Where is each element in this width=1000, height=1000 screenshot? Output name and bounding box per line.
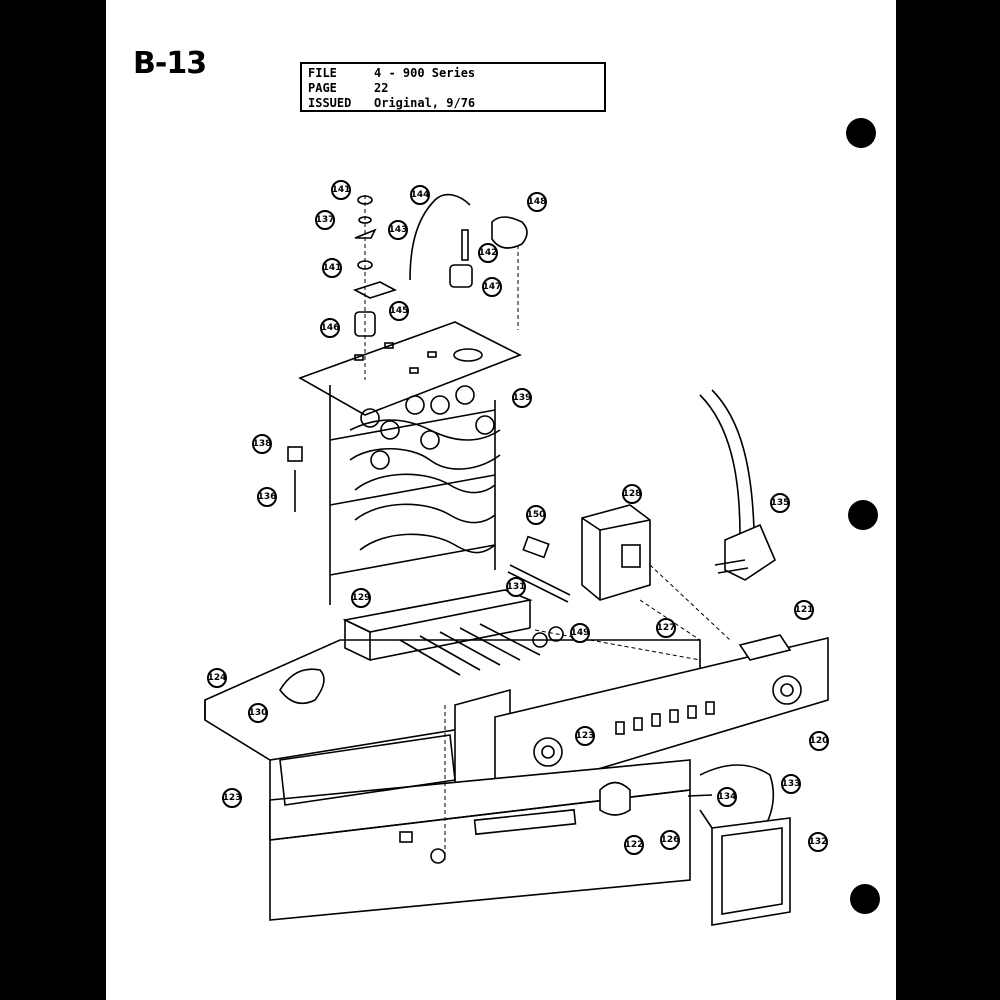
info-row-issued: ISSUED Original, 9/76 <box>308 96 598 111</box>
svg-text:129: 129 <box>352 593 371 603</box>
callout-136: 136 <box>257 487 277 507</box>
door-window <box>687 764 791 926</box>
svg-text:142: 142 <box>479 248 498 258</box>
callout-121: 121 <box>794 600 814 620</box>
svg-text:145: 145 <box>390 306 409 316</box>
timer-assembly <box>581 504 731 641</box>
svg-text:124: 124 <box>208 673 227 683</box>
callout-138: 138 <box>252 434 272 454</box>
callout-129: 129 <box>351 588 371 608</box>
info-key: ISSUED <box>308 96 352 110</box>
info-row-file: FILE 4 - 900 Series <box>308 66 598 81</box>
svg-text:141: 141 <box>323 263 342 273</box>
info-row-page: PAGE 22 <box>308 81 598 96</box>
small-hardware <box>287 193 528 512</box>
switch-bank <box>342 589 564 676</box>
callout-142: 142 <box>478 243 498 263</box>
callout-134: 134 <box>717 787 737 807</box>
callout-135: 135 <box>770 493 790 513</box>
svg-text:123: 123 <box>576 731 595 741</box>
callout-128: 128 <box>622 484 642 504</box>
svg-text:127: 127 <box>657 623 676 633</box>
info-value: Original, 9/76 <box>374 96 476 110</box>
svg-text:130: 130 <box>249 708 268 718</box>
svg-text:139: 139 <box>513 393 532 403</box>
svg-text:123: 123 <box>223 793 242 803</box>
callout-137: 137 <box>315 210 335 230</box>
callout-139: 139 <box>512 388 532 408</box>
punch-hole <box>846 118 876 148</box>
callout-133: 133 <box>781 774 801 794</box>
svg-text:128: 128 <box>623 489 642 499</box>
power-cord <box>699 389 776 581</box>
svg-text:133: 133 <box>782 779 801 789</box>
lamp-socket <box>507 535 571 603</box>
callout-123: 123 <box>575 726 595 746</box>
svg-text:147: 147 <box>483 282 502 292</box>
svg-text:122: 122 <box>625 840 644 850</box>
svg-text:121: 121 <box>795 605 814 615</box>
info-key: FILE <box>308 66 337 80</box>
svg-text:144: 144 <box>411 190 430 200</box>
callout-130: 130 <box>248 703 268 723</box>
callout-150: 150 <box>526 505 546 525</box>
callout-143: 143 <box>388 220 408 240</box>
info-box: FILE 4 - 900 Series PAGE 22 ISSUED Origi… <box>300 62 606 112</box>
svg-text:136: 136 <box>258 492 277 502</box>
callout-141: 141 <box>331 180 351 200</box>
svg-text:148: 148 <box>528 197 547 207</box>
svg-text:126: 126 <box>661 835 680 845</box>
callout-147: 147 <box>482 277 502 297</box>
callout-149: 149 <box>570 623 590 643</box>
callout-132: 132 <box>808 832 828 852</box>
svg-text:149: 149 <box>571 628 590 638</box>
info-key: PAGE <box>308 81 337 95</box>
punch-hole <box>848 500 878 530</box>
control-panel <box>494 634 829 802</box>
svg-text:146: 146 <box>321 323 340 333</box>
info-value: 22 <box>374 81 389 95</box>
callout-122: 122 <box>624 835 644 855</box>
callout-124: 124 <box>207 668 227 688</box>
front-panel <box>269 734 691 921</box>
svg-text:120: 120 <box>810 736 829 746</box>
svg-text:132: 132 <box>809 837 828 847</box>
svg-text:138: 138 <box>253 439 272 449</box>
callout-146: 146 <box>320 318 340 338</box>
svg-text:141: 141 <box>332 185 351 195</box>
callout-123b: 123 <box>222 788 242 808</box>
callout-127: 127 <box>656 618 676 638</box>
callout-145: 145 <box>389 301 409 321</box>
page-code: B-13 <box>133 46 207 81</box>
svg-text:137: 137 <box>316 215 335 225</box>
info-value: 4 - 900 Series <box>374 66 476 80</box>
svg-text:150: 150 <box>527 510 546 520</box>
callout-141b: 141 <box>322 258 342 278</box>
heating-element <box>329 385 501 605</box>
svg-text:131: 131 <box>507 582 526 592</box>
svg-text:134: 134 <box>718 792 737 802</box>
callout-148: 148 <box>527 192 547 212</box>
punch-hole <box>850 884 880 914</box>
svg-text:143: 143 <box>389 225 408 235</box>
svg-text:135: 135 <box>771 498 790 508</box>
callout-126: 126 <box>660 830 680 850</box>
callout-144: 144 <box>410 185 430 205</box>
callout-131: 131 <box>506 577 526 597</box>
callout-120: 120 <box>809 731 829 751</box>
top-plate <box>298 321 522 416</box>
